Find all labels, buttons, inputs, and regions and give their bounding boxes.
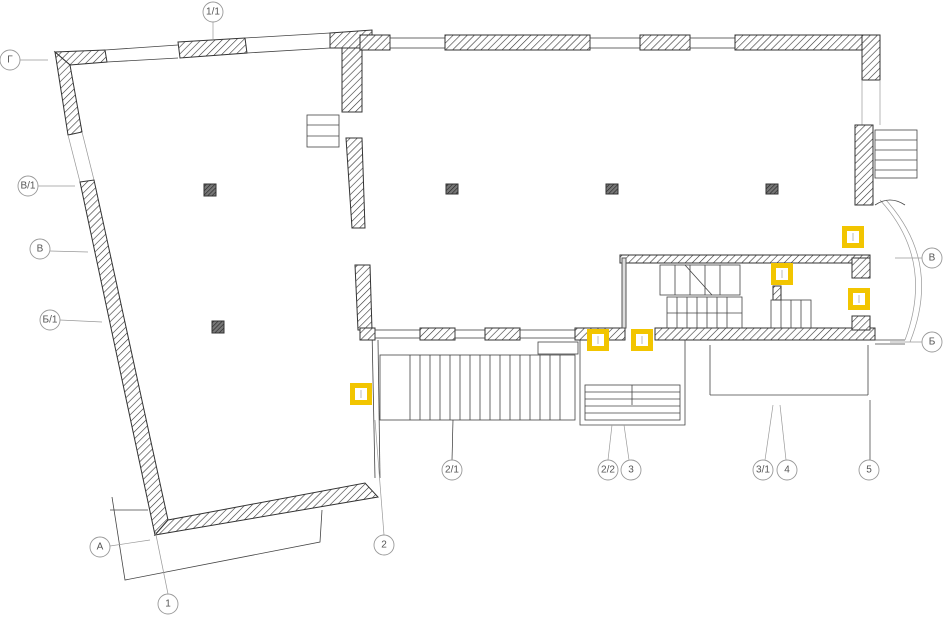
svg-text:4: 4 — [784, 465, 790, 476]
axis-bubble-a: А — [89, 536, 111, 558]
axis-bubble-2-1: 2/1 — [441, 459, 463, 481]
left-hall-walls — [53, 29, 381, 537]
axis-bubble-2: 2 — [373, 534, 395, 556]
axis-bubble-v-right: В — [921, 247, 943, 269]
svg-text:2/2: 2/2 — [601, 465, 615, 476]
right-hall-walls — [359, 34, 922, 345]
column — [445, 183, 459, 195]
svg-text:5: 5 — [866, 465, 872, 476]
svg-text:В: В — [929, 253, 936, 264]
axis-bubble-1: 1 — [157, 593, 179, 615]
axis-bubble-b1: Б/1 — [39, 309, 61, 331]
axis-bubble-5: 5 — [858, 459, 880, 481]
axis-bubble-1-1: 1/1 — [202, 1, 224, 23]
svg-text:Г: Г — [7, 55, 13, 66]
columns — [203, 183, 779, 334]
svg-text:2/1: 2/1 — [445, 465, 459, 476]
axis-bubble-g: Г — [0, 49, 21, 71]
svg-text:Б: Б — [929, 337, 936, 348]
axis-leaders — [20, 22, 922, 595]
column — [765, 183, 779, 195]
svg-text:А: А — [97, 542, 104, 553]
svg-text:3: 3 — [628, 465, 634, 476]
axis-bubble-3: 3 — [620, 459, 642, 481]
axis-bubble-4: 4 — [776, 459, 798, 481]
svg-text:3/1: 3/1 — [756, 465, 770, 476]
axis-bubble-b-right: Б — [921, 331, 943, 353]
svg-text:В: В — [37, 244, 44, 255]
stairs — [379, 264, 869, 426]
axis-bubble-3-1: 3/1 — [752, 459, 774, 481]
door-icon[interactable] — [587, 329, 609, 351]
axis-bubble-v: В — [29, 238, 51, 260]
svg-text:1/1: 1/1 — [206, 7, 220, 18]
axis-bubble-2-2: 2/2 — [597, 459, 619, 481]
svg-text:1: 1 — [165, 599, 171, 610]
svg-text:В/1: В/1 — [20, 181, 35, 192]
svg-text:Б/1: Б/1 — [43, 315, 58, 326]
dimension-lines — [110, 496, 323, 581]
door-icon[interactable] — [848, 288, 870, 310]
svg-text:2: 2 — [381, 540, 387, 551]
column — [605, 183, 619, 195]
column — [203, 183, 217, 197]
column — [211, 320, 225, 334]
door-icon[interactable] — [842, 226, 864, 248]
door-icon[interactable] — [350, 383, 372, 405]
axis-bubble-v1: В/1 — [17, 175, 39, 197]
door-icon[interactable] — [631, 329, 653, 351]
door-icon[interactable] — [771, 263, 793, 285]
